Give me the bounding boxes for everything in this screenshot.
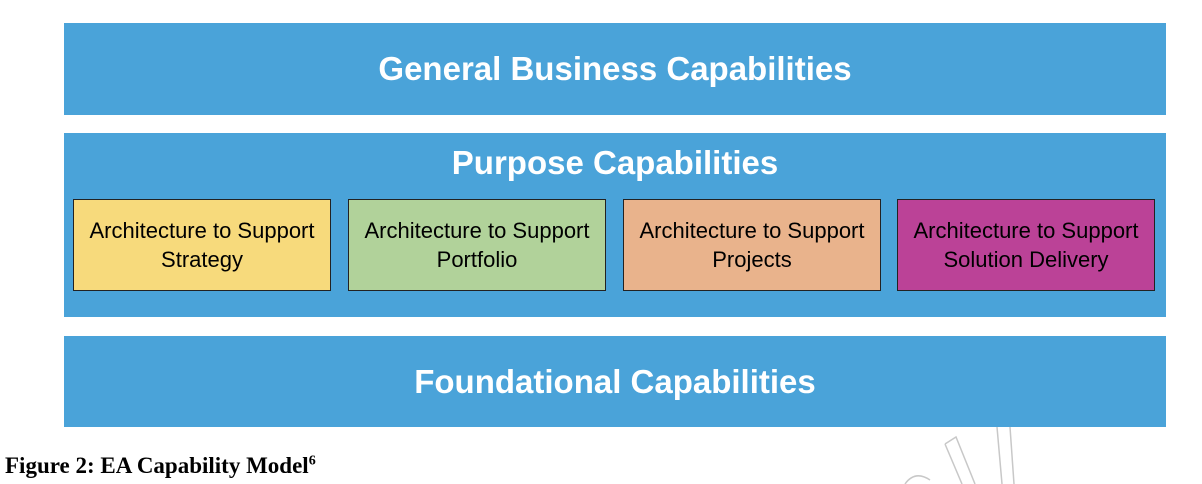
box-portfolio: Architecture to Support Portfolio [348,199,606,291]
figure-caption: Figure 2: EA Capability Model6 [5,453,316,479]
box-solution-delivery: Architecture to Support Solution Deliver… [897,199,1155,291]
foundational-capabilities: Foundational Capabilities [64,336,1166,427]
caption-text: Figure 2: EA Capability Model [5,453,309,478]
purpose-capabilities: Purpose Capabilities Architecture to Sup… [64,133,1166,317]
footnote-marker: 6 [308,453,316,469]
general-business-capabilities: General Business Capabilities [64,23,1166,115]
purpose-title: Purpose Capabilities [451,144,779,181]
box-projects: Architecture to Support Projects [623,199,881,291]
box-strategy: Architecture to Support Strategy [73,199,331,291]
